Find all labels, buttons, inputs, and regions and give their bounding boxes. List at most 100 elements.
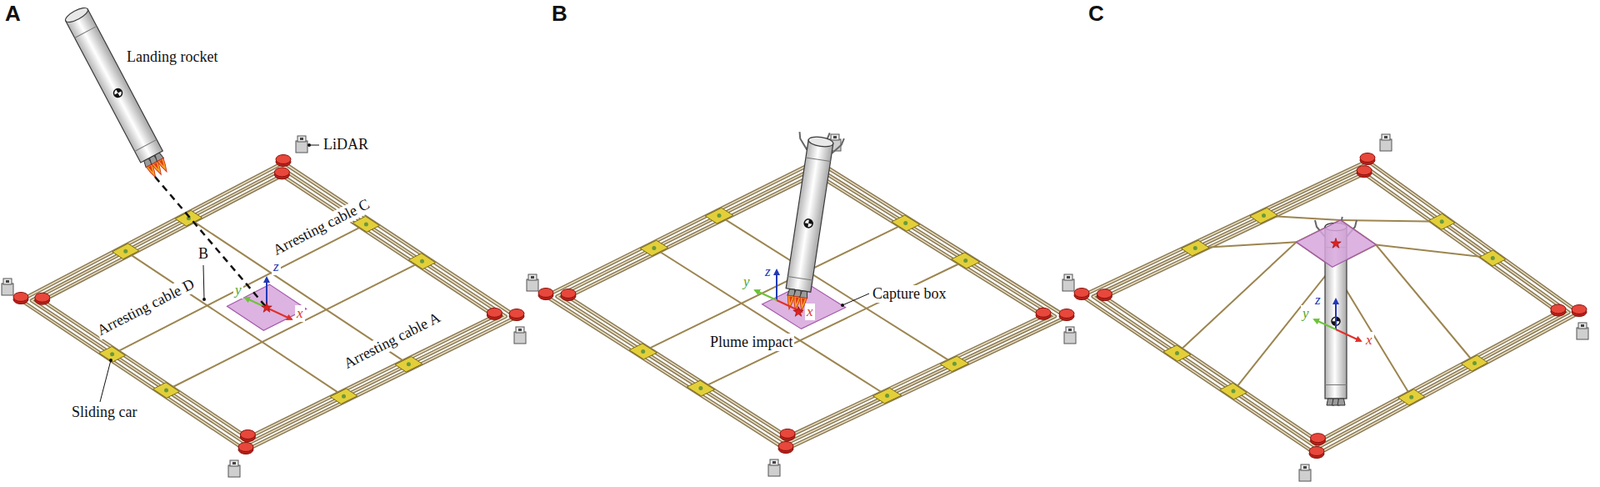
car-clamp: [885, 393, 890, 398]
guide-rail-highlight: [31, 169, 506, 445]
sliding-car: [629, 343, 657, 360]
lidar-sensor: [526, 274, 539, 291]
landing-leg: [831, 136, 845, 155]
rocket-top: [63, 5, 90, 25]
car-clamp: [1175, 350, 1180, 355]
corner-pulley-top: [275, 155, 291, 165]
car-clamp: [164, 388, 169, 393]
guide-rail-highlight: [20, 162, 517, 450]
sliding-car: [891, 215, 920, 231]
guide-rail: [31, 169, 506, 445]
lidar-window: [1068, 328, 1072, 331]
corner-pulley-top: [13, 292, 29, 302]
corner-pulley-top: [274, 167, 290, 177]
corner-pulley-top: [1035, 307, 1051, 317]
lidar-window: [530, 275, 535, 279]
sliding-car: [1480, 250, 1506, 266]
car-clamp: [1261, 213, 1266, 218]
car-clamp: [963, 258, 968, 263]
z-axis: [1335, 299, 1337, 330]
corner-pulley-top: [486, 307, 502, 317]
car-clamp: [952, 361, 957, 366]
sliding-car: [352, 215, 380, 232]
arresting-cable: [1177, 220, 1443, 354]
axis-label: y: [233, 281, 244, 299]
car-clamp: [420, 259, 425, 264]
guide-rail: [1093, 167, 1570, 448]
lidar-body: [514, 331, 526, 344]
lidar-window: [5, 280, 10, 283]
lidar-sensor: [514, 326, 526, 344]
corner-pulley-top: [509, 309, 525, 319]
lidar-head: [230, 460, 239, 466]
lidar-window: [232, 461, 236, 465]
corner-pulley-top: [1550, 304, 1566, 314]
engine-nozzle: [1337, 398, 1345, 405]
part-label: LiDAR: [321, 135, 370, 154]
corner-pulley-top: [538, 288, 554, 298]
corner-pulley-top: [1360, 153, 1375, 163]
part-label: Sliding car: [70, 403, 140, 421]
lidar-sensor: [768, 459, 780, 476]
lidar-sensor: [1062, 274, 1075, 291]
center-of-mass-mark: [803, 222, 809, 228]
leader-dot: [840, 303, 845, 307]
part-label: Plume impact: [708, 333, 795, 351]
lidar-body: [228, 465, 240, 477]
car-clamp: [640, 349, 645, 354]
corner-pulley-top: [778, 441, 794, 451]
sliding-car: [330, 388, 358, 404]
lidar-head: [1064, 274, 1073, 280]
sliding-car: [1181, 240, 1210, 256]
car-clamp: [123, 249, 128, 254]
lidar-head: [830, 134, 840, 140]
lidar-head: [1300, 464, 1310, 470]
lidar-window: [1580, 324, 1585, 327]
corner-pulley-top: [1571, 305, 1587, 315]
sliding-car: [175, 210, 202, 226]
part-label: B: [196, 245, 210, 263]
lidar-body: [526, 279, 539, 291]
lidar-window: [833, 135, 837, 139]
rocket-ring: [135, 139, 158, 151]
arresting-cable: [654, 248, 888, 396]
target-star: [793, 306, 804, 317]
car-clamp: [1231, 389, 1236, 394]
center-of-mass-mark: [114, 93, 120, 100]
sliding-car: [873, 387, 902, 403]
part-label: Capture box: [870, 285, 948, 303]
car-clamp: [341, 394, 346, 399]
guide-rail-highlight: [1081, 160, 1580, 455]
lidar-window: [1303, 465, 1307, 469]
sliding-car: [1163, 345, 1191, 361]
arresting-frame: [1074, 153, 1587, 459]
corner-pulley-top: [240, 430, 255, 440]
lidar-body: [768, 464, 780, 476]
leader-line: [100, 360, 111, 402]
car-clamp: [717, 213, 722, 218]
axis-label: z: [271, 258, 281, 275]
cable-label: Arresting cable C: [268, 194, 374, 260]
axis-label: x: [295, 305, 305, 322]
guide-rail: [1081, 160, 1580, 455]
lidar-window: [772, 460, 776, 464]
guide-rail: [20, 162, 517, 450]
lidar-head: [1065, 326, 1075, 333]
cable-label: Arresting cable A: [339, 307, 445, 373]
lidar-body: [1576, 327, 1589, 340]
center-of-mass-mark: [808, 219, 814, 225]
rocket: [773, 128, 845, 314]
leader-line: [203, 265, 205, 300]
arresting-cable: [1233, 245, 1493, 392]
leader-dot: [307, 143, 311, 147]
engine-flame: [157, 158, 170, 174]
arresting-cable: [166, 260, 423, 390]
capture-box: [1296, 220, 1377, 267]
car-clamp: [406, 361, 411, 366]
axis-label: y: [1300, 305, 1311, 322]
car-clamp: [1193, 245, 1198, 250]
engine-flame-core: [794, 297, 799, 305]
lidar-sensor: [1299, 464, 1311, 481]
lidar-body: [1, 283, 14, 295]
x-axis: [1335, 329, 1361, 341]
